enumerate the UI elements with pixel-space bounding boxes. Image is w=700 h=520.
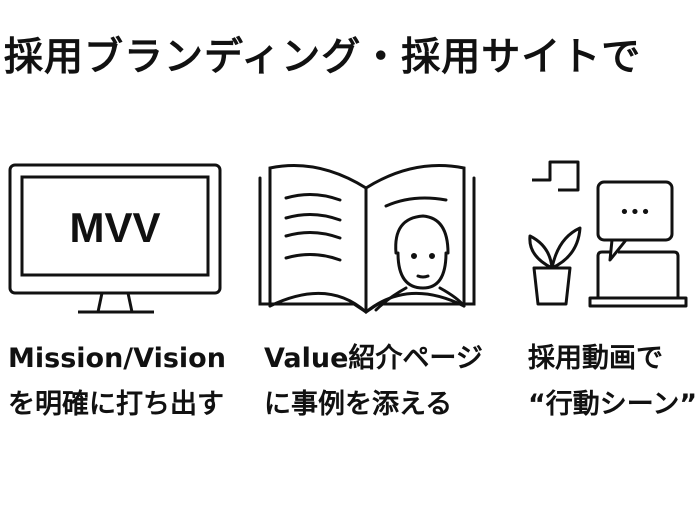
- caption-value: Value紹介ページ に事例を添える: [264, 336, 483, 428]
- caption-line: Mission/Vision: [8, 343, 226, 374]
- open-book-icon: [258, 164, 476, 314]
- caption-mvv: Mission/Vision を明確に打ち出す: [8, 336, 226, 428]
- monitor-screen-text: MVV: [69, 204, 160, 251]
- caption-line: を明確に打ち出す: [8, 389, 224, 420]
- caption-line: に事例を添える: [264, 389, 453, 420]
- caption-line: 採用動画で: [528, 343, 663, 374]
- monitor-icon: MVV: [8, 163, 222, 314]
- chat-dots: •••: [619, 202, 651, 223]
- page-title: 採用ブランディング・採用サイトで: [4, 35, 642, 80]
- caption-line: “行動シーン”: [528, 389, 698, 420]
- caption-line: Value紹介ページ: [264, 343, 483, 374]
- video-call-icon: •••: [528, 160, 688, 308]
- caption-video: 採用動画で “行動シーン”: [528, 336, 697, 428]
